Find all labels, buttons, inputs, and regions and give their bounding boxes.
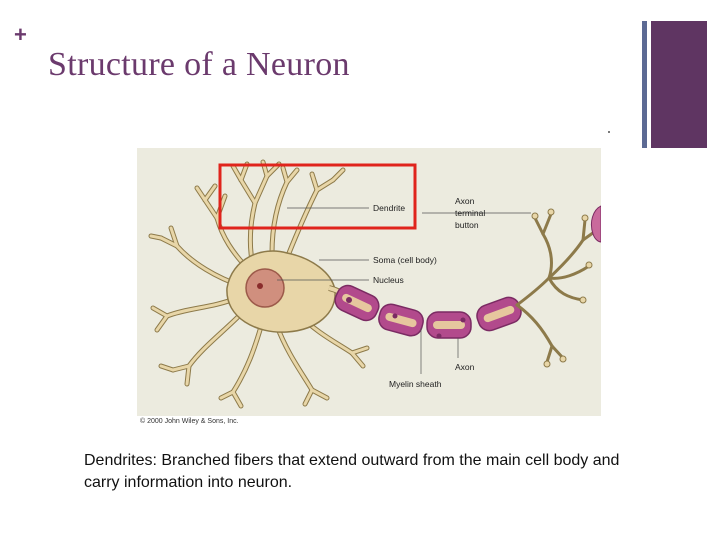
dendrite-highlight-box (218, 163, 417, 230)
neuron-illustration: Dendrite Soma (cell body) Nucleus Axon t… (148, 159, 601, 409)
label-axon-terminal-3: button (455, 220, 479, 230)
label-nucleus: Nucleus (373, 275, 404, 285)
figure-credit: © 2000 John Wiley & Sons, Inc. (140, 418, 239, 425)
label-myelin-sheath: Myelin sheath (389, 379, 442, 389)
postsynaptic-cell (590, 205, 601, 243)
accent-bar-thin (642, 21, 647, 148)
leader-lines (277, 207, 531, 374)
slide-title: Structure of a Neuron (48, 46, 350, 83)
bullet-plus-icon: + (14, 22, 27, 47)
axon-terminal (515, 212, 599, 364)
accent-bar-thick (651, 21, 707, 148)
nucleus (245, 268, 285, 308)
neuron-diagram: Dendrite Soma (cell body) Nucleus Axon t… (137, 148, 601, 425)
label-soma: Soma (cell body) (373, 255, 437, 265)
label-axon-terminal-2: terminal (455, 208, 485, 218)
slide-caption: Dendrites: Branched fibers that extend o… (84, 452, 620, 491)
decorative-dot (608, 131, 610, 133)
nodes-of-ranvier (346, 297, 466, 339)
myelin-sheath (334, 284, 522, 339)
label-dendrite: Dendrite (373, 203, 405, 213)
label-axon: Axon (455, 362, 475, 372)
label-axon-terminal-1: Axon (455, 196, 475, 206)
